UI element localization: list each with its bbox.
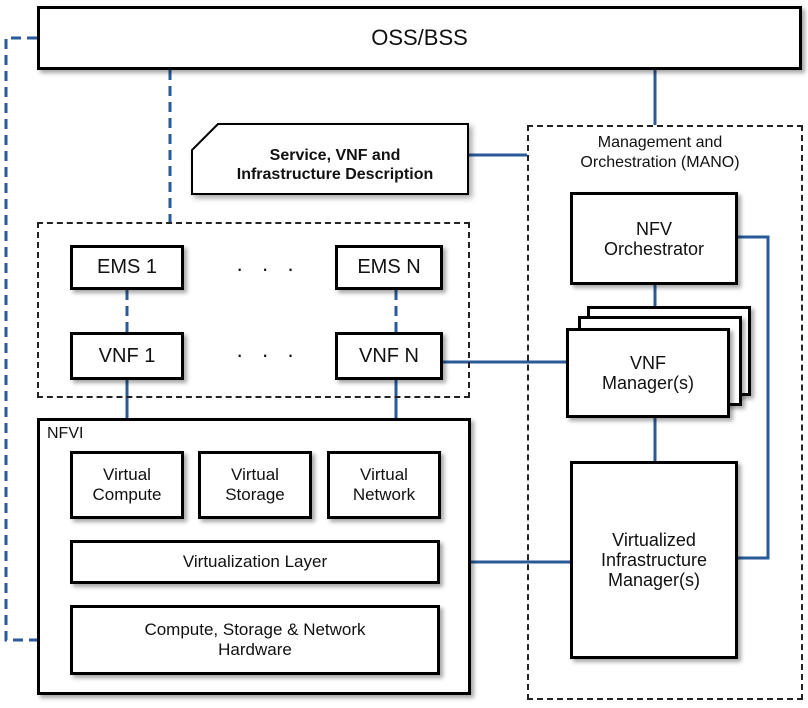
- virtual-storage-box: Virtual Storage: [198, 451, 312, 519]
- nfv-orchestrator-line1: NFV: [636, 218, 672, 239]
- virtual-network-line1: Virtual: [360, 465, 408, 484]
- description-label: Service, VNF and Infrastructure Descript…: [205, 146, 465, 184]
- mano-label: Management and Orchestration (MANO): [540, 133, 780, 173]
- mano-line2: Orchestration (MANO): [580, 154, 740, 171]
- virtual-network-line2: Network: [352, 485, 416, 504]
- vnfn-label: VNF N: [359, 344, 419, 367]
- vnf1-label: VNF 1: [98, 344, 156, 367]
- oss-bss-box: OSS/BSS: [37, 6, 802, 70]
- vim-line3: Manager(s): [607, 570, 701, 590]
- description-line2: Infrastructure Description: [236, 166, 434, 183]
- vnf1-box: VNF 1: [70, 332, 184, 380]
- ems1-box: EMS 1: [70, 245, 184, 290]
- hardware-line2: Hardware: [218, 640, 292, 659]
- virtualization-layer-label: Virtualization Layer: [182, 552, 328, 571]
- vnf-ems-container: [37, 222, 470, 398]
- vnf-ellipsis: · · ·: [236, 342, 301, 367]
- oss-bss-label: OSS/BSS: [371, 25, 468, 50]
- mano-container: [527, 125, 803, 700]
- description-line1: Service, VNF and: [269, 147, 401, 164]
- virtual-compute-line1: Virtual: [103, 465, 151, 484]
- vnf-manager-box: VNF Manager(s): [566, 328, 730, 418]
- mano-line1: Management and: [597, 134, 723, 151]
- nfv-orchestrator-box: NFV Orchestrator: [570, 192, 738, 285]
- vim-line2: Infrastructure: [600, 550, 708, 570]
- emsn-box: EMS N: [335, 245, 443, 290]
- connector-orch-vim: [738, 235, 770, 560]
- hardware-line1: Compute, Storage & Network: [144, 620, 366, 639]
- ems-ellipsis: · · ·: [236, 256, 301, 281]
- virtual-network-box: Virtual Network: [327, 451, 441, 519]
- virtual-storage-line2: Storage: [225, 485, 285, 504]
- description-shape: [191, 123, 469, 195]
- vim-line1: Virtualized: [612, 530, 696, 550]
- hardware-box: Compute, Storage & Network Hardware: [70, 605, 440, 675]
- vim-box: Virtualized Infrastructure Manager(s): [570, 461, 738, 659]
- emsn-label: EMS N: [357, 256, 421, 278]
- ems1-label: EMS 1: [96, 256, 158, 278]
- virtual-compute-box: Virtual Compute: [70, 451, 184, 519]
- vnf-manager-line1: VNF: [630, 353, 666, 373]
- vnf-manager-line2: Manager(s): [601, 373, 695, 393]
- nfvi-label: NFVI: [47, 425, 84, 442]
- virtualization-layer-box: Virtualization Layer: [70, 540, 440, 584]
- vnfn-box: VNF N: [335, 332, 443, 380]
- virtual-compute-line2: Compute: [92, 485, 162, 504]
- nfv-orchestrator-line2: Orchestrator: [603, 238, 705, 259]
- virtual-storage-line1: Virtual: [231, 465, 279, 484]
